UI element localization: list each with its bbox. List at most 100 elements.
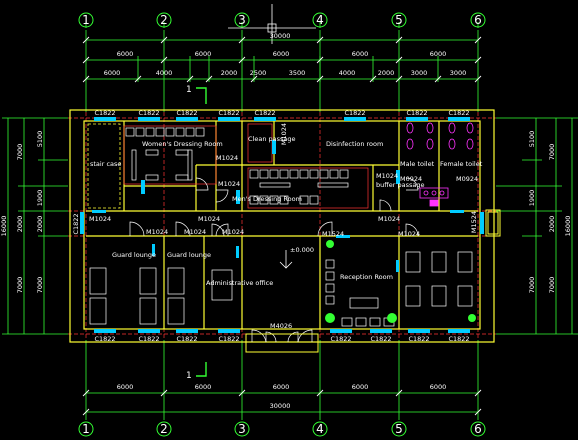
door-label: M0924 <box>400 175 422 183</box>
room-label-mens: Men's Dressing Room <box>232 195 302 203</box>
room-labels: stair case Women's Dressing Room Men's D… <box>90 135 483 287</box>
furniture-lockers <box>125 127 349 205</box>
stair-outline <box>87 123 121 209</box>
door-label: M1024 <box>89 215 111 223</box>
room-label-clean: Clean passage <box>248 135 296 143</box>
section-mark-top <box>196 87 207 104</box>
axis-labels-bottom: 1 2 3 4 5 6 <box>82 422 482 436</box>
room-label-guard2: Guard lounge <box>167 251 211 259</box>
door-label: M1024 <box>146 228 168 236</box>
door-label: M1524 <box>322 230 344 238</box>
bottom-dims: 6000 6000 6000 6000 6000 30000 <box>117 383 447 410</box>
room-label-womens: Women's Dressing Room <box>142 140 223 148</box>
dim-text: 4000 <box>156 69 173 77</box>
window-label: C1822 <box>254 109 275 117</box>
dim-text: 3000 <box>450 69 467 77</box>
door-label: M1024 <box>378 215 400 223</box>
axis-label: 4 <box>316 422 324 436</box>
window-label: C1822 <box>218 335 239 343</box>
axis-label: 1 <box>82 422 90 436</box>
dim-text: 7000 <box>36 277 44 294</box>
window-label: C1822 <box>94 109 115 117</box>
stair-arrow <box>279 250 293 269</box>
door-leaves <box>92 140 464 272</box>
elevation-mark: ±0.000 <box>290 246 314 254</box>
door-swings <box>129 177 419 343</box>
toilet-fixtures <box>406 122 474 207</box>
room-label-admin: Administrative office <box>206 279 273 287</box>
dim-text: 2000 <box>548 216 556 233</box>
room-label-female-toilet: Female toilet <box>440 160 483 168</box>
axis-label: 6 <box>474 13 482 27</box>
axis-label: 1 <box>82 13 90 27</box>
dim-text: 6000 <box>104 69 121 77</box>
window-label: C1822 <box>344 109 365 117</box>
dim-text: 16000 <box>564 216 572 237</box>
dim-text: 7000 <box>528 277 536 294</box>
door-label: M1024 <box>398 230 420 238</box>
door-label: M0924 <box>456 175 478 183</box>
furniture-offices <box>89 251 473 327</box>
dim-text: 6000 <box>352 50 369 58</box>
dimension-ticks <box>82 36 482 416</box>
door-labels: M1024 M1024 M1024 M1024 M1024 M1024 M102… <box>89 123 478 330</box>
section-mark-bottom <box>196 362 207 377</box>
dim-text: 2000 <box>221 69 238 77</box>
room-label-male-toilet: Male toilet <box>400 160 435 168</box>
section-number-top: 1 <box>186 85 192 95</box>
left-dims: 16000 7000 2000 7000 5100 1900 2000 7000 <box>0 131 44 294</box>
door-label: M1024 <box>280 123 288 145</box>
window-label: C1822 <box>176 109 197 117</box>
window-label: C1822 <box>406 109 427 117</box>
section-number-bottom: 1 <box>186 371 192 381</box>
overall-dim-bottom: 30000 <box>270 402 291 410</box>
dim-text: 6000 <box>430 383 447 391</box>
dim-text: 6000 <box>273 50 290 58</box>
door-label: M4026 <box>270 322 292 330</box>
dim-text: 4000 <box>339 69 356 77</box>
dim-text: 7000 <box>548 144 556 161</box>
window-label: C1822 <box>138 109 159 117</box>
windows <box>80 117 484 333</box>
dim-text: 16000 <box>0 216 8 237</box>
dim-text: 7000 <box>16 144 24 161</box>
dim-text: 7000 <box>548 277 556 294</box>
door-label: M1024 <box>184 228 206 236</box>
window-label: C1822 <box>448 335 469 343</box>
window-label: C1822 <box>448 109 469 117</box>
dim-text: 6000 <box>273 383 290 391</box>
door-label: M1524 <box>470 211 478 233</box>
window-label: C1822 <box>370 335 391 343</box>
door-label: M1024 <box>376 172 398 180</box>
axis-label: 5 <box>395 13 403 27</box>
cad-cursor <box>228 4 316 44</box>
window-label: C1822 <box>94 335 115 343</box>
window-label: C1822 <box>330 335 351 343</box>
axis-bubbles-bottom <box>78 421 486 437</box>
dim-text: 2500 <box>250 69 267 77</box>
dim-text: 2000 <box>378 69 395 77</box>
dim-text: 6000 <box>352 383 369 391</box>
axis-label: 3 <box>238 13 246 27</box>
door-label: M1024 <box>216 154 238 162</box>
dim-text: 3000 <box>411 69 428 77</box>
top-dims-row1: 6000 6000 6000 6000 6000 <box>117 50 447 58</box>
dim-text: 3500 <box>289 69 306 77</box>
window-labels-bottom: C1822 C1822 C1822 C1822 C1822 C1822 C182… <box>94 335 469 343</box>
front-entrance <box>245 333 319 353</box>
dim-text: 5100 <box>528 131 536 148</box>
dim-text: 6000 <box>117 50 134 58</box>
door-label: M1024 <box>198 215 220 223</box>
axis-labels-top: 1 2 3 4 5 6 <box>82 13 482 27</box>
door-label: M1024 <box>218 180 240 188</box>
axis-label: 3 <box>238 422 246 436</box>
top-dims-row2: 6000 4000 2000 2500 3500 4000 2000 3000 … <box>104 69 467 77</box>
room-label-guard1: Guard lounge <box>112 251 156 259</box>
window-label: C1822 <box>408 335 429 343</box>
window-label: C1822 <box>138 335 159 343</box>
room-boundaries <box>123 123 369 209</box>
axis-label: 4 <box>316 13 324 27</box>
axis-label: 6 <box>474 422 482 436</box>
dim-text: 7000 <box>16 277 24 294</box>
